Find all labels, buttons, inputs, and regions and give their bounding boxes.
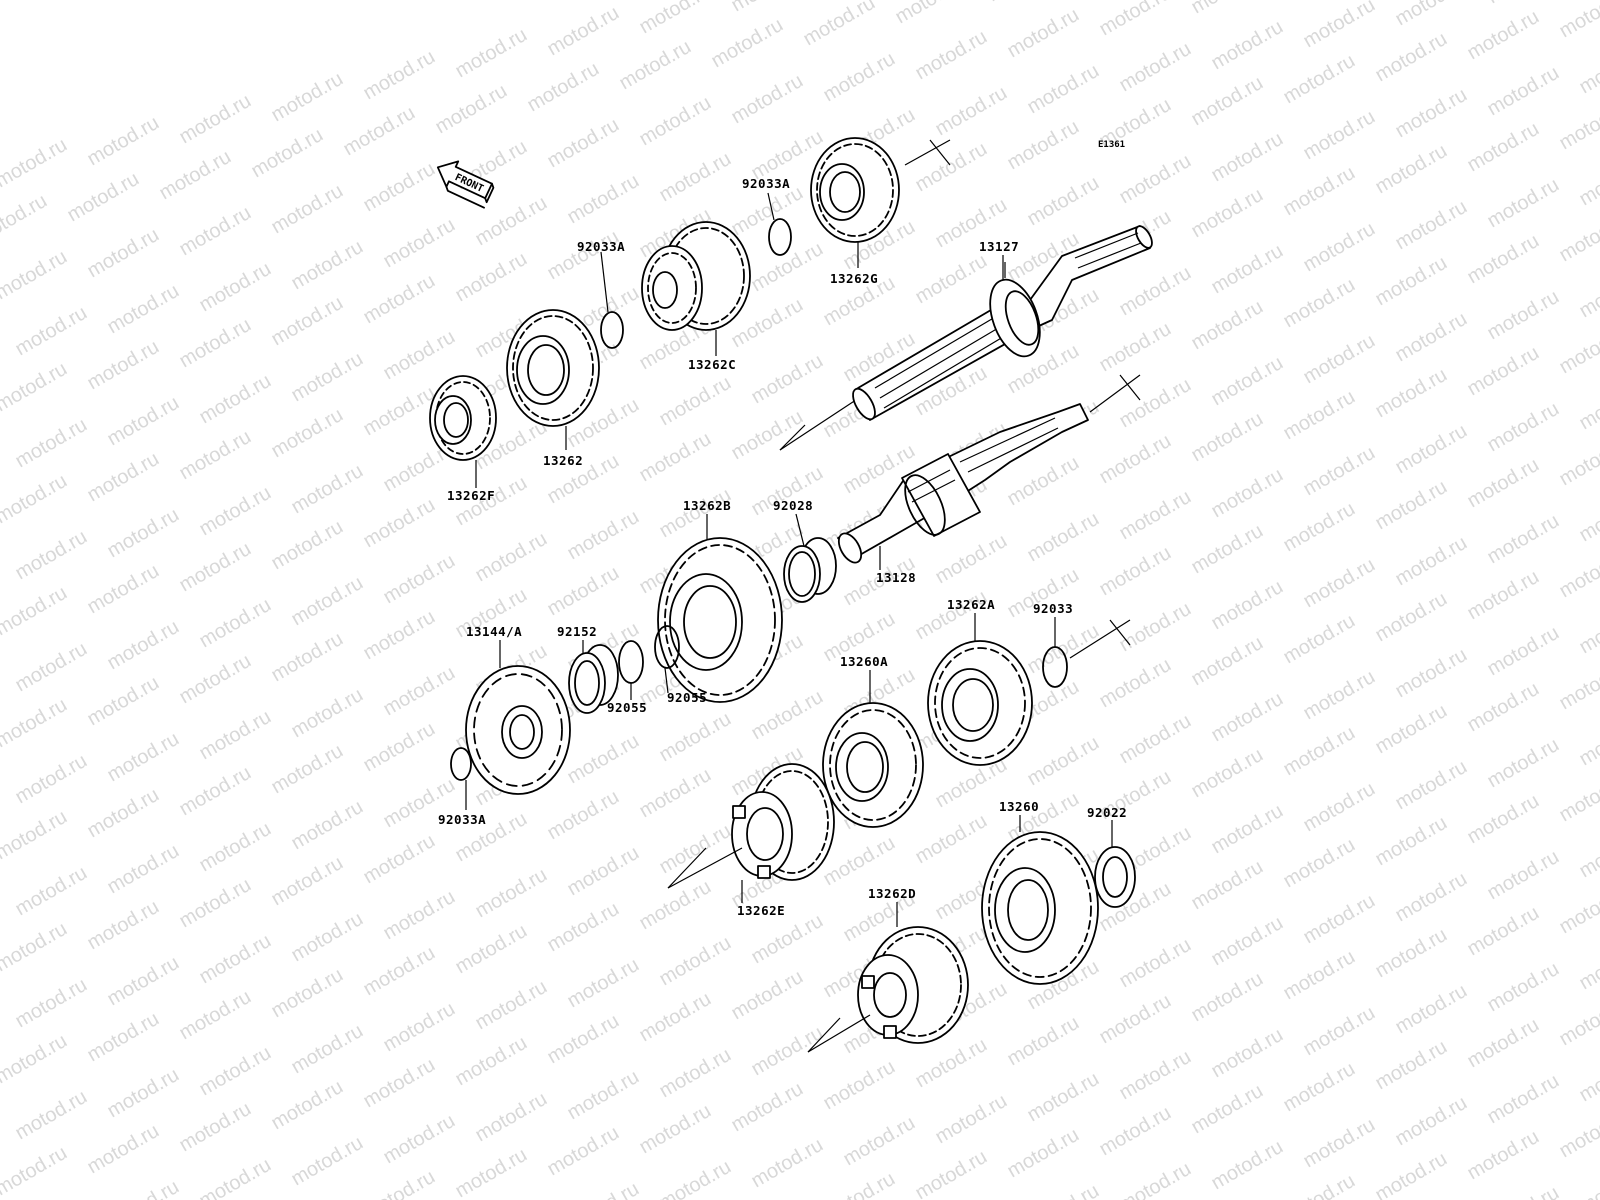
label-13144A: 13144/A	[466, 624, 522, 639]
label-13262F: 13262F	[447, 488, 495, 503]
front-arrow-icon: FRONT	[436, 160, 495, 209]
sprocket-13144A	[465, 665, 571, 795]
leader-lines	[465, 192, 1113, 927]
label-13127: 13127	[979, 239, 1019, 254]
gear-13262E	[731, 763, 835, 881]
label-13262: 13262	[543, 453, 583, 468]
gear-13262G	[810, 137, 900, 243]
gear-13260	[981, 831, 1099, 985]
label-92055-1: 92055	[607, 700, 647, 715]
label-92152: 92152	[557, 624, 597, 639]
axis-line	[929, 139, 951, 166]
ring-92033	[1042, 646, 1068, 688]
gear-13262C	[641, 221, 751, 331]
gear-13262	[506, 309, 600, 427]
oring-92055-1	[618, 640, 644, 684]
label-13262C: 13262C	[688, 357, 736, 372]
gear-13262F	[429, 375, 497, 461]
gear-13262D	[857, 926, 969, 1044]
ring-92033A-3	[450, 747, 472, 781]
label-13262E: 13262E	[737, 903, 785, 918]
ring-92033A-2	[768, 218, 792, 256]
label-92028: 92028	[773, 498, 813, 513]
label-13128: 13128	[876, 570, 916, 585]
label-13262A: 13262A	[947, 597, 995, 612]
label-92033A-3: 92033A	[438, 812, 486, 827]
oring-92055-2	[654, 625, 680, 669]
label-13262G: 13262G	[830, 271, 878, 286]
label-92055-2: 92055	[667, 690, 707, 705]
label-92033: 92033	[1033, 601, 1073, 616]
bushing-92028	[783, 537, 837, 603]
label-13262D: 13262D	[868, 886, 916, 901]
gear-13262B	[657, 537, 783, 703]
gear-13262A	[927, 640, 1033, 766]
label-92033A-1: 92033A	[577, 239, 625, 254]
ring-92033A-1	[600, 311, 624, 349]
label-13260: 13260	[999, 799, 1039, 814]
shaft-13127	[852, 225, 1153, 421]
label-13260A: 13260A	[840, 654, 888, 669]
washer-92022	[1094, 846, 1136, 908]
label-92022: 92022	[1087, 805, 1127, 820]
gear-13260A	[822, 702, 924, 828]
diagram-code: E1361	[1098, 140, 1125, 150]
label-92033A-2: 92033A	[742, 176, 790, 191]
shaft-13128	[837, 403, 1089, 564]
axis-line	[779, 424, 806, 451]
collar-92152	[568, 644, 619, 714]
axis-line	[904, 139, 951, 166]
label-13262B: 13262B	[683, 498, 731, 513]
